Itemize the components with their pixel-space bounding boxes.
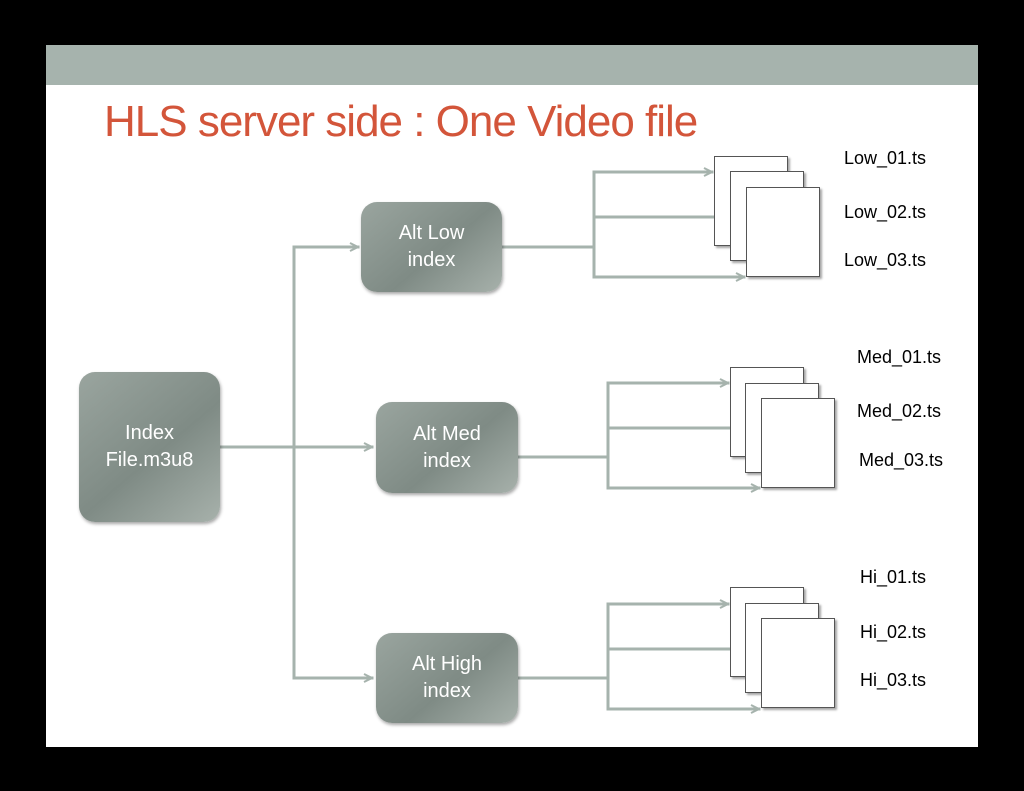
segment-label-med-02: Med_02.ts (857, 401, 942, 421)
alt-high-index-node: Alt High index (376, 633, 518, 723)
alt-med-line2: index (423, 449, 471, 472)
top-bar (46, 45, 978, 85)
segment-label-high-02: Hi_02.ts (860, 622, 927, 642)
alt-med-line1: Alt Med (413, 422, 481, 445)
arrow-index-to-high (292, 445, 374, 678)
alt-med-index-node: Alt Med index (376, 402, 518, 493)
alt-low-line2: index (407, 249, 456, 271)
slide-title: HLS server side : One Video file (104, 97, 698, 146)
index-node-line2: File.m3u8 (105, 449, 194, 471)
slide: HLS server side : One Video file (46, 45, 978, 747)
index-file-node: Index File.m3u8 (79, 372, 220, 522)
segment-label-med-01: Med_01.ts (857, 347, 942, 367)
segment-label-high-03: Hi_03.ts (860, 670, 927, 690)
segment-label-low-03: Low_03.ts (844, 250, 927, 270)
arrow-index-to-low (292, 247, 360, 449)
segment-label-high-01: Hi_01.ts (860, 567, 927, 587)
alt-low-line1: Alt Low (398, 222, 465, 244)
segment-page-high-03 (761, 618, 835, 708)
connector-layer (218, 45, 761, 747)
index-node-line1: Index (125, 422, 174, 444)
segment-label-low-01: Low_01.ts (844, 148, 927, 168)
segment-page-med-03 (761, 398, 835, 488)
alt-high-line1: Alt High (411, 653, 483, 675)
alt-high-line2: index (423, 680, 471, 702)
alt-low-index-node: Alt Low index (361, 202, 502, 292)
segment-label-low-02: Low_02.ts (844, 202, 927, 222)
segment-page-low-03 (746, 187, 820, 277)
segment-label-med-03: Med_03.ts (859, 450, 944, 470)
